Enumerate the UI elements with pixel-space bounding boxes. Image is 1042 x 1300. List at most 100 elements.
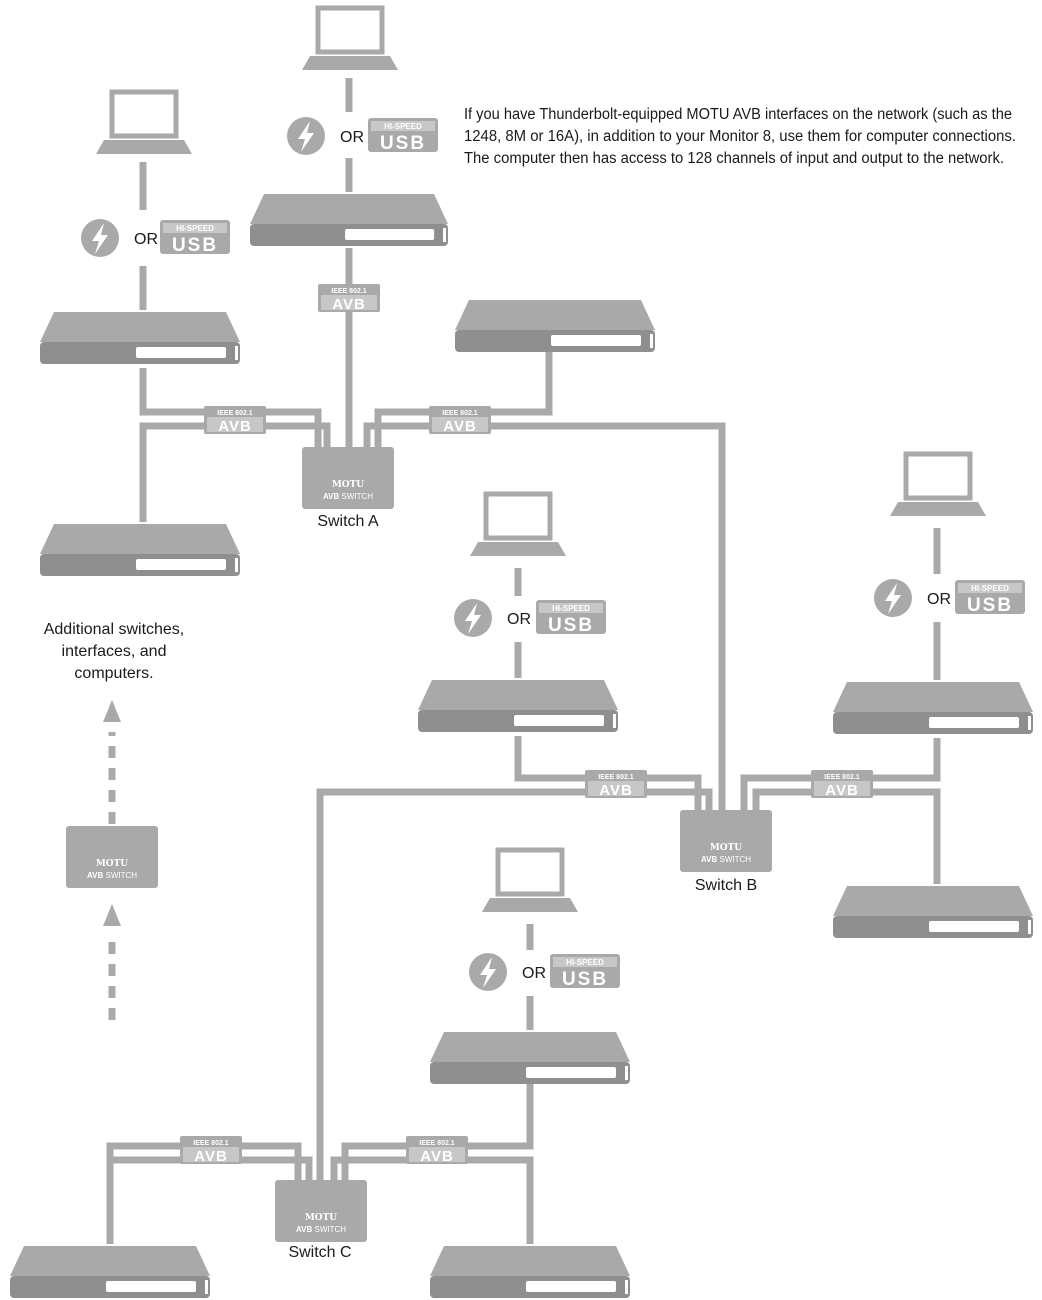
usb-badge-bg xyxy=(536,600,606,634)
thunderbolt-bolt xyxy=(92,223,108,254)
usb-badge-top: HI-SPEED xyxy=(384,122,422,131)
cable-interface-c2-to-switch-c xyxy=(341,1084,534,1180)
avb-badge-main: AVB xyxy=(599,782,633,799)
switch-model-avb: AVB xyxy=(323,492,342,501)
interface-display xyxy=(929,921,1019,932)
usb-badge-top-panel xyxy=(371,121,435,131)
interface-display xyxy=(526,1281,616,1292)
interface-display xyxy=(551,335,641,346)
interface-top xyxy=(430,1032,630,1062)
laptop-icon xyxy=(96,89,192,154)
thunderbolt-bolt xyxy=(885,583,901,614)
interface-top xyxy=(833,682,1033,712)
avb-interface-icon xyxy=(455,300,655,352)
interface-knob xyxy=(650,334,653,348)
thunderbolt-icon xyxy=(469,953,507,991)
interface-knob xyxy=(235,346,238,360)
avb-badge-panel xyxy=(207,417,263,432)
switch-body xyxy=(275,1180,367,1242)
interface-display xyxy=(345,229,435,240)
avb-badge-top: IEEE 802.1 xyxy=(193,1140,229,1147)
avb-badge-top: IEEE 802.1 xyxy=(598,774,634,781)
interface-top xyxy=(40,524,240,554)
thunderbolt-icon xyxy=(874,579,912,617)
interface-knob xyxy=(625,1066,628,1080)
usb-badge-bg xyxy=(955,580,1025,614)
avb-interface-icon xyxy=(10,1246,210,1298)
switch-body xyxy=(302,447,394,509)
switch-brand: MOTU xyxy=(305,1213,337,1223)
or-label: OR xyxy=(340,129,364,146)
avb-badge-main: AVB xyxy=(194,1148,228,1165)
interface-display xyxy=(929,717,1019,728)
switch-model-avb: AVB xyxy=(296,1225,315,1234)
or-label: OR xyxy=(507,611,531,628)
additional-devices-line-1: Additional switches, xyxy=(44,621,185,638)
switch-model: AVB SWITCH xyxy=(701,855,751,864)
interface-top xyxy=(250,194,448,224)
thunderbolt-icon xyxy=(454,599,492,637)
laptop-icon xyxy=(890,451,986,516)
arrow-up-icon xyxy=(103,700,121,722)
switch-model-switch: SWITCH xyxy=(341,492,373,501)
note-line-2: 1248, 8M or 16A), in addition to your Mo… xyxy=(464,128,1016,145)
avb-interface-icon xyxy=(430,1246,630,1298)
switch-model-avb: AVB xyxy=(87,871,106,880)
avb-badge-bg xyxy=(204,406,266,434)
laptop-screen xyxy=(315,5,385,55)
cable-interface-b3-to-switch-b xyxy=(752,788,941,884)
interface-display xyxy=(136,559,226,570)
interface-top xyxy=(40,312,240,342)
avb-badge-panel xyxy=(183,1147,239,1162)
or-label: OR xyxy=(522,965,546,982)
avb-interface-icon xyxy=(418,680,618,732)
avb-interface-icon xyxy=(430,1032,630,1084)
avb-badge-main: AVB xyxy=(825,782,859,799)
avb-badge-bg xyxy=(429,406,491,434)
usb-badge-bg xyxy=(550,954,620,988)
avb-badge-bg xyxy=(585,770,647,798)
avb-badge-top: IEEE 802.1 xyxy=(331,288,367,295)
laptop-icon xyxy=(470,491,566,556)
or-label: OR xyxy=(927,591,951,608)
interface-knob xyxy=(1028,920,1031,934)
switch-body xyxy=(66,826,158,888)
interface-knob xyxy=(443,228,446,242)
interface-knob xyxy=(1028,716,1031,730)
switch-c-label: Switch C xyxy=(288,1244,351,1261)
usb-badge-main: USB xyxy=(548,615,594,636)
arrow-head xyxy=(103,904,121,926)
switch-a-label: Switch A xyxy=(317,513,379,530)
avb-badge-top: IEEE 802.1 xyxy=(419,1140,455,1147)
thunderbolt-icon xyxy=(287,117,325,155)
usb-badge-top-panel xyxy=(539,603,603,613)
usb-badge-main: USB xyxy=(172,235,218,256)
switch-model-switch: SWITCH xyxy=(719,855,751,864)
avb-interface-icon xyxy=(40,524,240,576)
interface-knob xyxy=(625,1280,628,1294)
avb-badge-panel xyxy=(814,781,870,796)
switch-model: AVB SWITCH xyxy=(296,1225,346,1234)
usb-badge-main: USB xyxy=(562,969,608,990)
cable-interface-a2-to-switch-a xyxy=(139,422,331,522)
laptop-base xyxy=(96,140,192,154)
cable-switch-a-to-switch-b xyxy=(363,422,726,810)
interface-knob xyxy=(205,1280,208,1294)
laptop-screen xyxy=(483,491,553,541)
avb-badge-main: AVB xyxy=(420,1148,454,1165)
thunderbolt-bolt xyxy=(298,121,314,152)
switch-model: AVB SWITCH xyxy=(87,871,137,880)
avb-badge-bg xyxy=(811,770,873,798)
